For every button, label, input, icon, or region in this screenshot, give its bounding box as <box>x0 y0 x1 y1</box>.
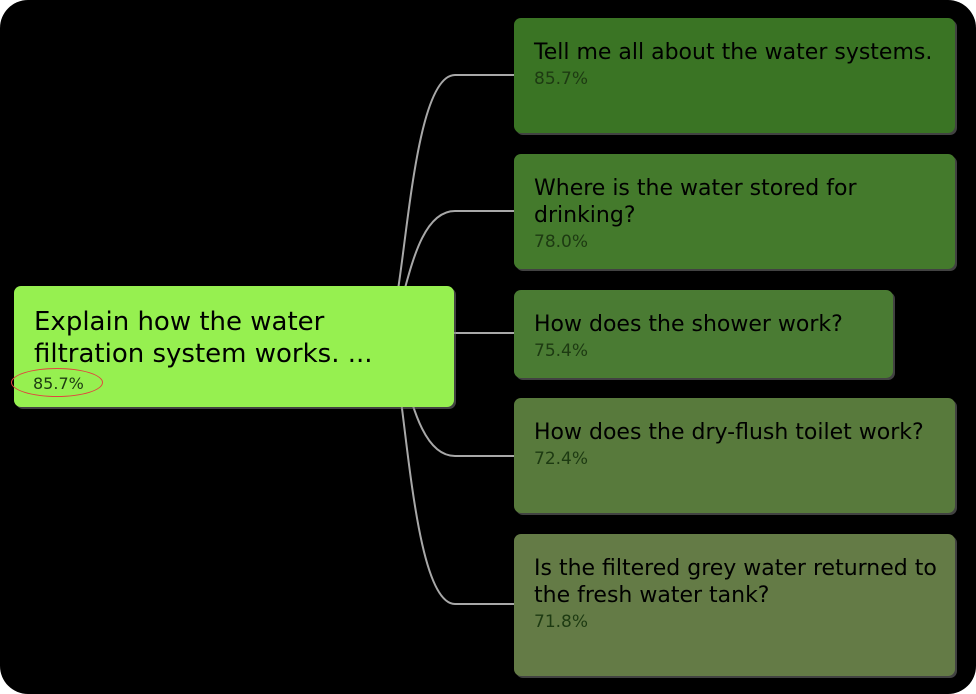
child-score: 75.4% <box>534 341 589 361</box>
child-node-water-storage[interactable]: Where is the water stored for drinking? … <box>514 154 955 269</box>
child-question: How does the shower work? <box>534 312 843 337</box>
child-node-grey-water[interactable]: Is the filtered grey water returned to t… <box>514 534 955 676</box>
child-score: 71.8% <box>534 612 589 632</box>
child-score: 85.7% <box>534 69 589 89</box>
root-node[interactable]: Explain how the water filtration system … <box>14 286 454 407</box>
root-score: 85.7% <box>33 374 84 393</box>
child-node-shower[interactable]: How does the shower work? 75.4% <box>514 290 893 378</box>
child-question: Tell me all about the water systems. <box>534 40 933 65</box>
child-score: 78.0% <box>534 232 589 252</box>
child-score: 72.4% <box>534 449 589 469</box>
child-question: Where is the water stored for drinking? <box>534 176 857 228</box>
root-question: Explain how the water filtration system … <box>34 307 373 369</box>
child-node-water-systems[interactable]: Tell me all about the water systems. 85.… <box>514 18 955 133</box>
child-question: Is the filtered grey water returned to t… <box>534 556 937 608</box>
child-node-dry-flush-toilet[interactable]: How does the dry-flush toilet work? 72.4… <box>514 398 955 513</box>
child-question: How does the dry-flush toilet work? <box>534 420 924 445</box>
